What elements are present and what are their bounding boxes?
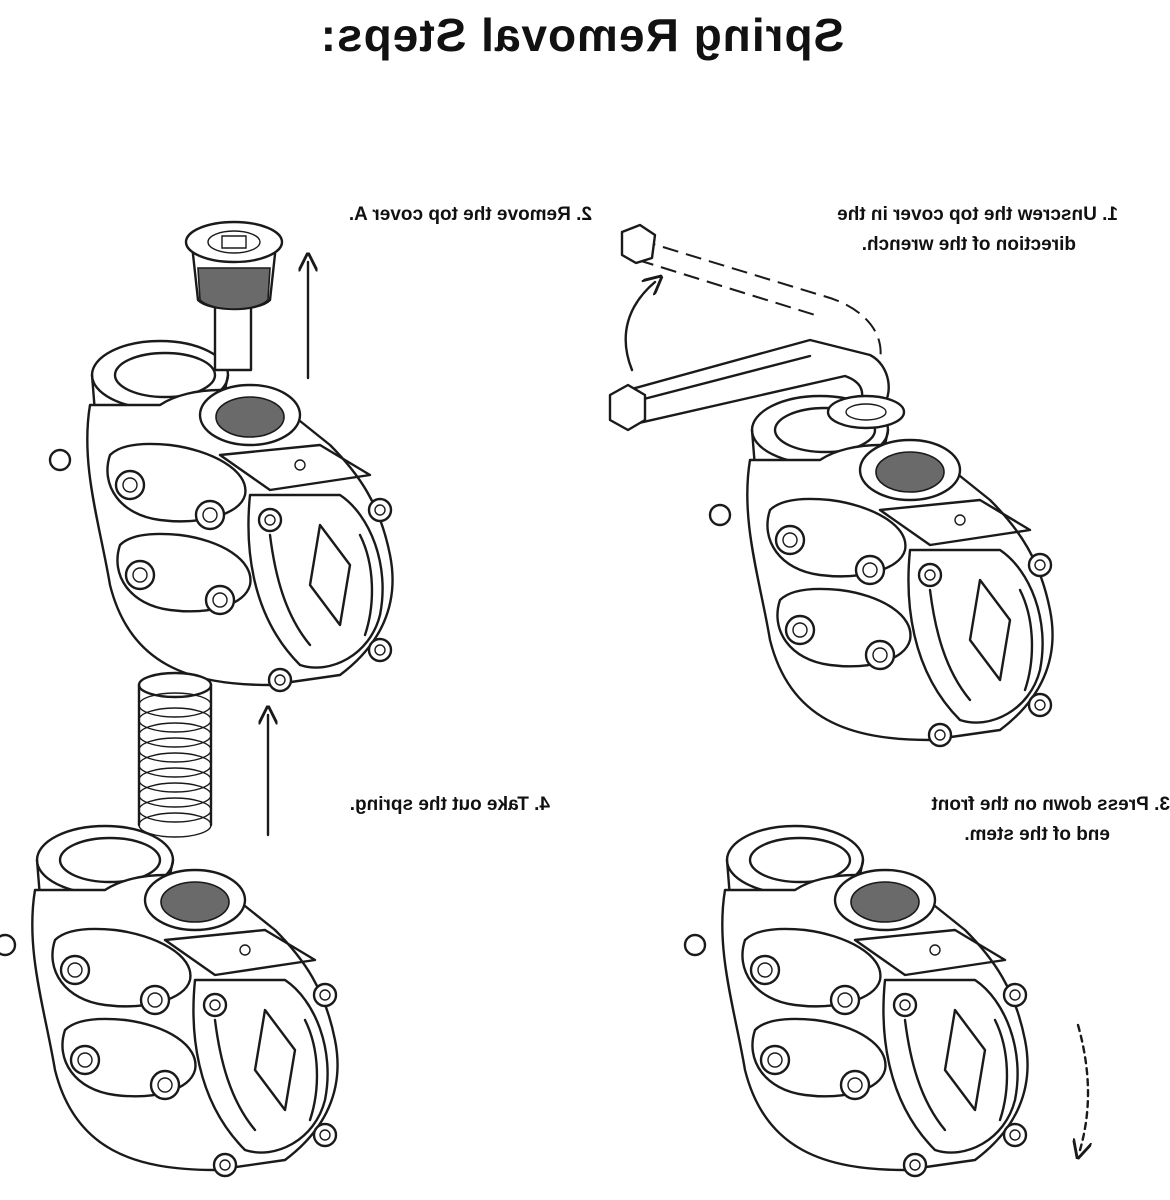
spring xyxy=(137,671,213,838)
top-cover-a xyxy=(184,220,284,372)
stem-step-3 xyxy=(683,824,1029,1178)
hex-wrench xyxy=(608,223,906,432)
stem-step-2 xyxy=(48,339,394,693)
rotate-arrow-step-1 xyxy=(624,282,655,372)
press-arrow-step-3 xyxy=(1078,1023,1088,1150)
stem-step-1 xyxy=(708,394,1054,748)
stem-step-4 xyxy=(0,824,339,1178)
